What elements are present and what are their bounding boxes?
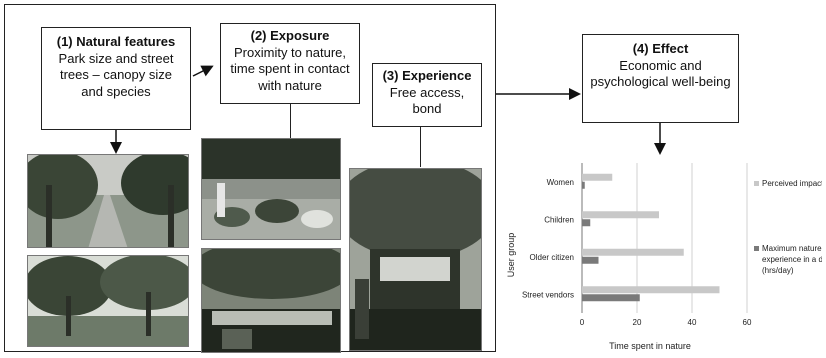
category-label: Older citizen: [530, 253, 574, 262]
experience-text: Free access, bond: [389, 84, 465, 117]
x-tick-label: 60: [743, 318, 752, 327]
experience-connector-line: [420, 127, 422, 167]
legend-swatch-max-nature-experience: [754, 246, 759, 251]
chart-y-axis-label: User group: [506, 233, 516, 278]
nature-experience-bar: [582, 181, 585, 189]
legend-swatch-perceived-impact: [754, 181, 759, 186]
street-vendor-stall-photo: [349, 168, 482, 351]
perceived-impact-bar: [582, 248, 684, 256]
exposure-connector-line: [290, 104, 292, 138]
arrow-natural-to-exposure: [192, 65, 214, 77]
effect-box: (4) Effect Economic and psychological we…: [582, 34, 739, 123]
chart-bars: [582, 173, 720, 302]
exposure-title: (2) Exposure: [250, 28, 330, 43]
nature-experience-bar: [582, 256, 599, 264]
experience-title: (3) Experience: [382, 68, 472, 83]
natural-features-title: (1) Natural features: [56, 34, 176, 49]
x-tick-label: 20: [633, 318, 642, 327]
nature-experience-bar: [582, 294, 640, 302]
tree-lined-path-photo: [27, 154, 189, 248]
street-market-under-trees-photo: [201, 248, 341, 353]
perceived-impact-bar: [582, 173, 613, 181]
chart-x-axis-label: Time spent in nature: [609, 341, 691, 351]
chart-legend: Perceived impact Maximum nature experien…: [754, 179, 822, 275]
category-label: Street vendors: [522, 290, 574, 299]
chart-x-tick-labels: 0 20 40 60: [580, 318, 752, 327]
perceived-impact-bar: [582, 286, 720, 294]
natural-features-box: (1) Natural features Park size and stree…: [41, 27, 191, 130]
effect-title: (4) Effect: [632, 41, 689, 56]
legend-label-max-nature-experience: Maximum nature experience in a day (hrs/…: [762, 244, 822, 275]
effect-text: Economic and psychological well-being: [590, 57, 731, 90]
category-label: Women: [547, 178, 574, 187]
legend-label-perceived-impact: Perceived impact: [762, 179, 822, 188]
people-sitting-in-park-photo: [201, 138, 341, 240]
exposure-box: (2) Exposure Proximity to nature, time s…: [220, 23, 360, 104]
nature-experience-bar: [582, 219, 591, 227]
x-tick-label: 40: [688, 318, 697, 327]
perceived-impact-bar: [582, 211, 659, 219]
x-tick-label: 0: [580, 318, 585, 327]
category-label: Children: [544, 215, 574, 224]
experience-box: (3) Experience Free access, bond: [372, 63, 482, 127]
exposure-text: Proximity to nature, time spent in conta…: [230, 44, 350, 93]
natural-features-text: Park size and street trees – canopy size…: [58, 50, 174, 99]
park-lawn-trees-photo: [27, 255, 189, 347]
